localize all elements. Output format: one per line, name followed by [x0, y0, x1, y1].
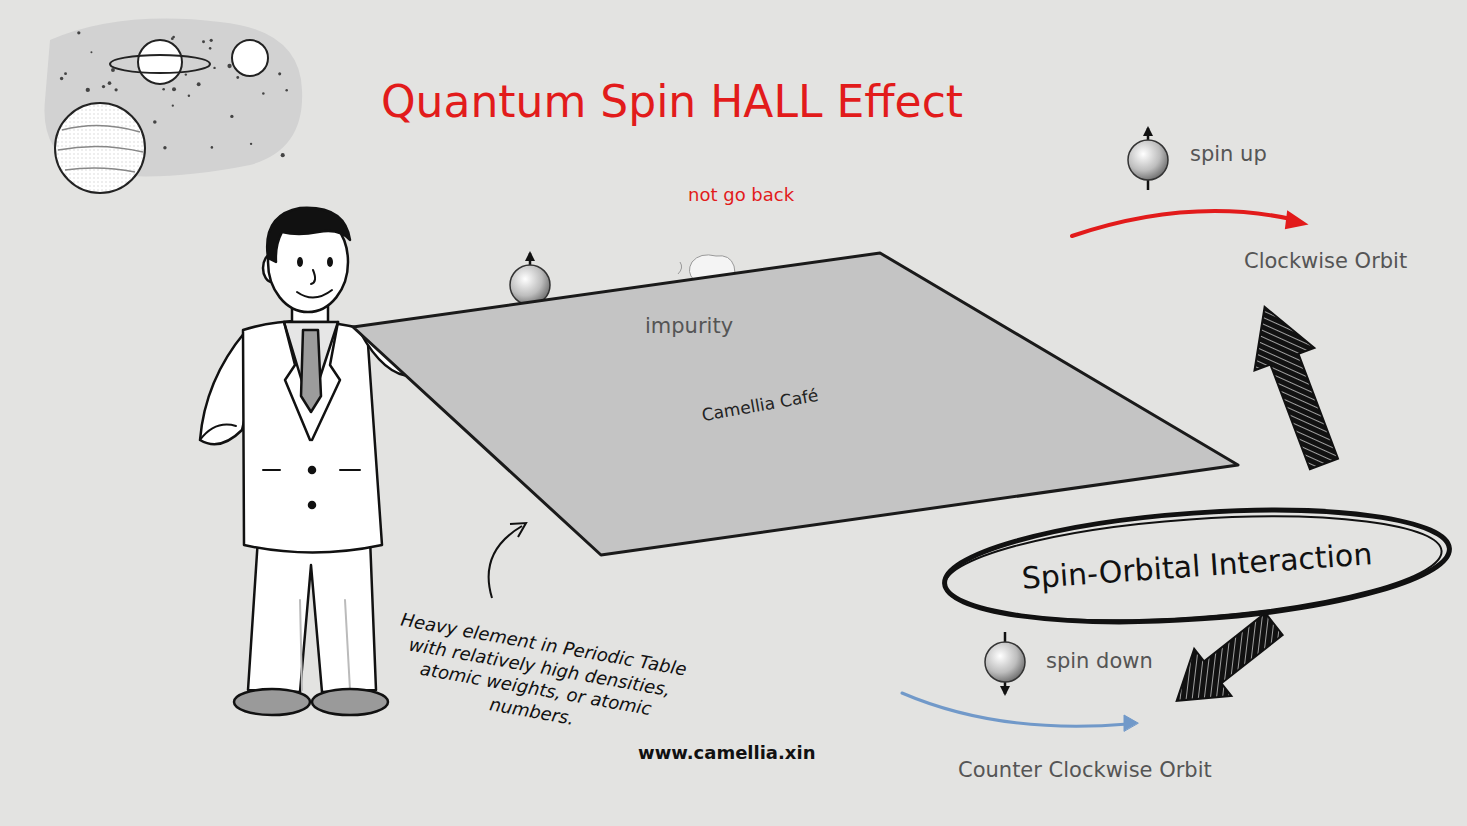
star-dot — [77, 31, 80, 34]
space-decoration — [44, 19, 302, 193]
star-dot — [90, 51, 92, 53]
star-dot — [185, 73, 187, 75]
star-dot — [227, 64, 231, 68]
spin-axis — [529, 253, 532, 315]
star-dot — [285, 89, 288, 92]
star-dot — [210, 39, 213, 42]
spin-arrowhead — [1000, 686, 1010, 696]
star-dot — [102, 85, 105, 88]
star-dot — [281, 153, 285, 157]
star-dot — [171, 37, 174, 40]
star-dot — [262, 92, 265, 95]
star-dot — [115, 88, 118, 91]
spin-label: spin up — [1190, 142, 1267, 167]
electron-spin — [510, 251, 550, 315]
electron-spin — [985, 632, 1025, 696]
star-dot — [108, 81, 112, 85]
spin-axis — [1147, 128, 1150, 190]
watermark: www.camellia.xin — [638, 742, 815, 764]
star-dot — [230, 115, 233, 118]
orbit-label: Clockwise Orbit — [1244, 249, 1407, 274]
spin-label: spin down — [1046, 649, 1153, 674]
star-dot — [188, 95, 190, 97]
material-plate: Camellia Café — [345, 245, 1250, 565]
star-dot — [213, 67, 215, 69]
star-dot — [197, 82, 201, 86]
electron — [510, 265, 550, 305]
star-dot — [236, 76, 239, 79]
orbit-label: Counter Clockwise Orbit — [958, 758, 1212, 783]
impurity-mark — [678, 262, 682, 274]
star-dot — [209, 47, 212, 50]
pointer-arrow — [489, 523, 526, 598]
star-dot — [163, 146, 166, 149]
star-dot — [202, 40, 205, 43]
interaction-label: Spin-Orbital Interaction — [1021, 536, 1374, 595]
star-dot — [172, 105, 174, 107]
electron — [1128, 140, 1168, 180]
star-dot — [172, 87, 176, 91]
star-dot — [250, 143, 252, 145]
star-dot — [278, 72, 281, 75]
spin-arrowhead — [525, 251, 535, 261]
interaction-ellipse: Spin-Orbital Interaction — [934, 487, 1459, 645]
electron-spin — [1128, 126, 1168, 190]
star-dot — [64, 72, 67, 75]
impurity-label: impurity — [645, 314, 733, 339]
electron — [985, 642, 1025, 682]
spin-axis — [1004, 632, 1007, 694]
note-text: Heavy element in Periodic Table with rel… — [372, 606, 703, 750]
star-dot — [211, 146, 214, 149]
plate-shape — [353, 253, 1238, 555]
star-dot — [86, 88, 90, 92]
star-dot — [162, 88, 165, 91]
spin-arrowhead — [1143, 126, 1153, 136]
star-dot — [153, 120, 157, 124]
note-label: not go back — [688, 184, 794, 206]
title: Quantum Spin HALL Effect — [381, 76, 963, 129]
star-dot — [60, 77, 63, 80]
ellipse-outline — [941, 502, 1445, 635]
impurity-blob — [689, 255, 735, 297]
ellipse-outline — [941, 495, 1453, 636]
